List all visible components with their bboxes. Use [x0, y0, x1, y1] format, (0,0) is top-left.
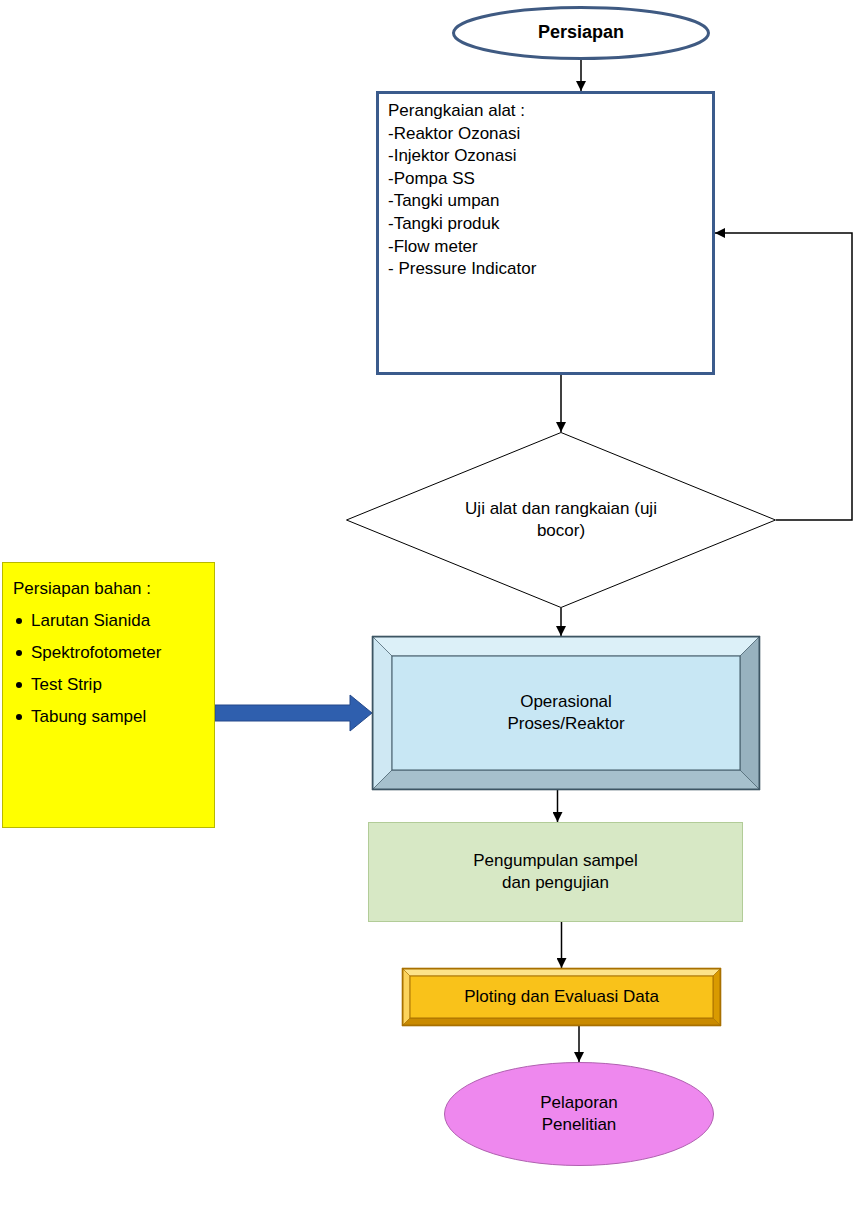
- flow-arrow: [580, 60, 582, 91]
- ellipse-outline: [444, 1062, 714, 1166]
- diamond-outline: [346, 432, 776, 608]
- flow-arrow: [578, 1026, 580, 1062]
- process-box: Operasional Proses/Reaktor: [372, 636, 760, 790]
- node-label: Pengumpulan sampel dan pengujian: [463, 850, 648, 894]
- node-label: -Reaktor Ozonasi: [388, 123, 536, 146]
- box-heading: Perangkaian alat :: [388, 100, 536, 123]
- node-label: Tabung sampel: [31, 701, 146, 733]
- node-label: Operasional Proses/Reaktor: [481, 691, 651, 735]
- bevel-outline: [372, 636, 760, 790]
- bullet-row: Test Strip: [13, 669, 161, 701]
- node-content: Persiapan: [538, 21, 624, 44]
- process-box: Pengumpulan sampel dan pengujian: [368, 822, 743, 922]
- node-label: -Tangki umpan: [388, 190, 536, 213]
- node-label: Larutan Sianida: [31, 605, 150, 637]
- node-label: Ploting dan Evaluasi Data: [464, 986, 659, 1008]
- node-content: Persiapan bahan :Larutan SianidaSpektrof…: [13, 573, 161, 733]
- node-content: Uji alat dan rangkaian (uji bocor): [456, 498, 666, 542]
- node-label: -Injektor Ozonasi: [388, 145, 536, 168]
- bullet-row: Larutan Sianida: [13, 605, 161, 637]
- node-label: Persiapan: [538, 21, 624, 44]
- node-label: Pelaporan Penelitian: [519, 1092, 639, 1136]
- node-label: -Flow meter: [388, 236, 536, 259]
- bullet-dot: [13, 711, 31, 723]
- bullet-dot: [13, 679, 31, 691]
- node-content: Operasional Proses/Reaktor: [481, 691, 651, 735]
- bullet-dot: [13, 647, 31, 659]
- bullet-row: Tabung sampel: [13, 701, 161, 733]
- box-heading: Persiapan bahan :: [13, 573, 161, 605]
- node-label: -Pompa SS: [388, 168, 536, 191]
- node-content: Pengumpulan sampel dan pengujian: [463, 850, 648, 894]
- bullet-dot: [13, 615, 31, 627]
- end-ellipse: Pelaporan Penelitian: [444, 1062, 714, 1166]
- block-arrow: [215, 695, 372, 731]
- node-content: Perangkaian alat :-Reaktor Ozonasi-Injek…: [388, 100, 536, 281]
- process-box: Ploting dan Evaluasi Data: [402, 968, 721, 1026]
- flow-arrow: [561, 922, 563, 968]
- node-label: Spektrofotometer: [31, 637, 161, 669]
- materials-box: Persiapan bahan :Larutan SianidaSpektrof…: [2, 562, 215, 828]
- flow-arrow: [560, 375, 562, 432]
- flow-arrow: [560, 608, 562, 636]
- bullet-row: Spektrofotometer: [13, 637, 161, 669]
- node-label: Test Strip: [31, 669, 102, 701]
- process-box: Perangkaian alat :-Reaktor Ozonasi-Injek…: [376, 91, 715, 375]
- node-content: Ploting dan Evaluasi Data: [464, 986, 659, 1008]
- flow-arrow: [557, 790, 559, 822]
- node-content: Pelaporan Penelitian: [519, 1092, 639, 1136]
- node-label: -Tangki produk: [388, 213, 536, 236]
- start-ellipse: Persiapan: [452, 6, 710, 60]
- node-label: - Pressure Indicator: [388, 258, 536, 281]
- node-label: Uji alat dan rangkaian (uji bocor): [456, 498, 666, 542]
- decision-diamond: Uji alat dan rangkaian (uji bocor): [346, 432, 776, 608]
- feedback-arrow: [715, 233, 852, 520]
